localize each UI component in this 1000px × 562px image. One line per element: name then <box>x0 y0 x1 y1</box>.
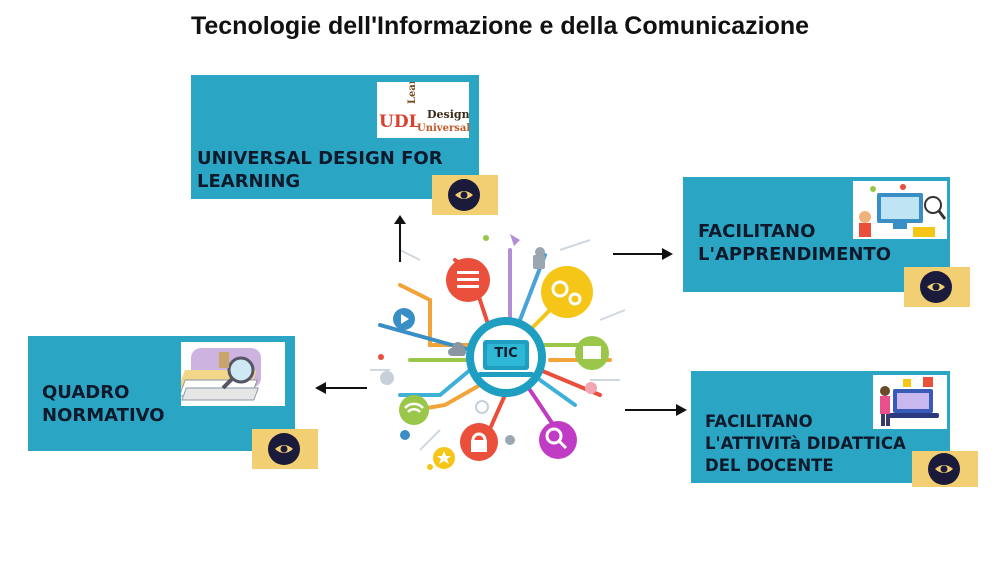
eye-icon <box>920 271 952 303</box>
eye-button-normativo[interactable] <box>252 429 318 469</box>
page-title: Tecnologie dell'Informazione e della Com… <box>190 12 810 40</box>
arrow-right-to-apprendimento <box>613 248 673 260</box>
arrow-right-to-docente <box>625 404 687 416</box>
card-apprendimento-label: FACILITANO L'APPRENDIMENTO <box>698 221 892 265</box>
eye-icon <box>268 433 300 465</box>
eye-icon <box>448 179 480 211</box>
thumb-word-learning: Learning <box>407 82 418 104</box>
thumb-word-design: Design <box>427 108 469 121</box>
eye-icon <box>928 453 960 485</box>
teacher-laptop-image <box>873 375 947 429</box>
hub-label: TIC <box>494 346 518 361</box>
documents-magnifier-image <box>181 342 285 406</box>
card-docente-label: FACILITANO L'ATTIVITà DIDATTICA DEL DOCE… <box>705 412 906 475</box>
card-normativo-label: QUADRO NORMATIVO <box>42 382 165 426</box>
learning-illustration-image <box>853 181 947 239</box>
thumb-word-universal: Universal <box>417 123 469 134</box>
eye-button-apprendimento[interactable] <box>904 267 970 307</box>
card-normativo[interactable]: QUADRO NORMATIVO <box>28 336 295 451</box>
eye-button-docente[interactable] <box>912 451 978 487</box>
thumb-word-udl: UDL <box>379 112 421 132</box>
eye-button-udl[interactable] <box>432 175 498 215</box>
arrow-up-to-udl <box>394 215 406 262</box>
card-udl[interactable]: UDL Design Universal Learning UNIVERSAL … <box>191 75 479 199</box>
arrow-left-to-normativo <box>315 382 367 394</box>
card-udl-label: UNIVERSAL DESIGN FOR LEARNING <box>197 148 443 192</box>
udl-word-cloud-image: UDL Design Universal Learning <box>377 82 469 138</box>
card-docente[interactable]: FACILITANO L'ATTIVITà DIDATTICA DEL DOCE… <box>691 371 950 483</box>
